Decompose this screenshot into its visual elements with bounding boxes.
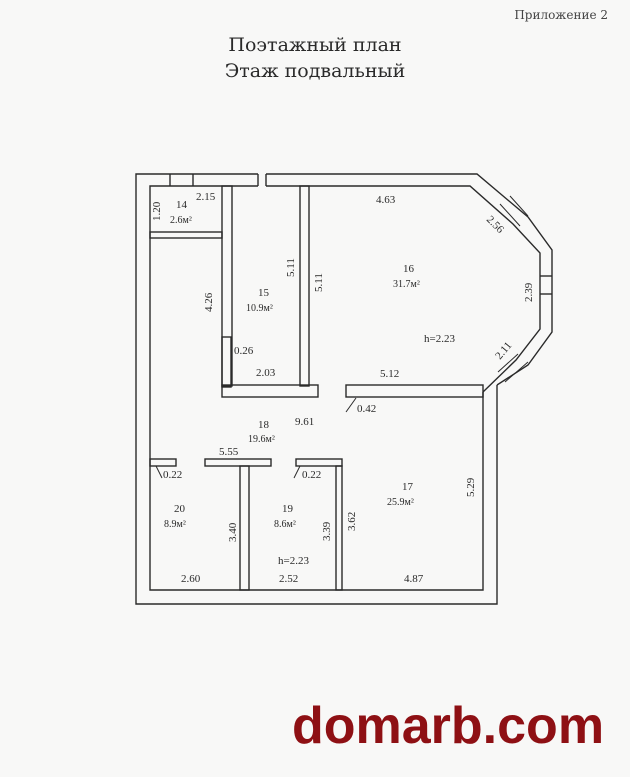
dim-label: 5.12 bbox=[380, 368, 399, 380]
dim-label: 5.11 bbox=[285, 258, 297, 277]
dim-label: 5.11 bbox=[313, 273, 325, 292]
room-14-area: 2.6м² bbox=[170, 215, 192, 226]
dim-label: 4.63 bbox=[376, 194, 396, 206]
outer-walls bbox=[135, 173, 553, 605]
room-19-area: 8.6м² bbox=[274, 519, 296, 530]
dim-label: 3.40 bbox=[227, 522, 239, 542]
room-20-number: 20 bbox=[174, 503, 186, 515]
room-17-area: 25.9м² bbox=[387, 497, 414, 508]
room-20-area: 8.9м² bbox=[164, 519, 186, 530]
room-17-number: 17 bbox=[402, 481, 414, 493]
interior-walls bbox=[149, 185, 484, 591]
appendix-label: Приложение 2 bbox=[514, 8, 608, 22]
dim-label: 2.56 bbox=[484, 214, 506, 236]
height-label-main: h=2.23 bbox=[424, 333, 455, 345]
dim-label: 5.29 bbox=[465, 477, 477, 497]
dim-label: 0.42 bbox=[357, 403, 376, 415]
room-labels: 14 2.6м² 15 10.9м² 16 31.7м² 17 25.9м² 1… bbox=[164, 199, 420, 530]
room-18-area: 19.6м² bbox=[248, 434, 275, 445]
plan-title: Поэтажный план bbox=[228, 34, 402, 56]
door-marks bbox=[155, 195, 529, 479]
watermark-logo: domarb.com bbox=[292, 697, 605, 755]
room-19-number: 19 bbox=[282, 503, 294, 515]
dim-label: 5.55 bbox=[219, 446, 239, 458]
dim-label: 1.20 bbox=[151, 201, 163, 221]
dim-label: 0.22 bbox=[302, 469, 321, 481]
dim-label: 0.26 bbox=[234, 345, 254, 357]
dim-label: 2.60 bbox=[181, 573, 201, 585]
dim-label: 2.52 bbox=[279, 573, 298, 585]
dim-label: 4.26 bbox=[203, 292, 215, 312]
height-label-lower: h=2.23 bbox=[278, 555, 309, 567]
dim-label: 2.39 bbox=[523, 282, 535, 302]
floor-subtitle: Этаж подвальный bbox=[224, 60, 406, 82]
dim-label: 2.03 bbox=[256, 367, 276, 379]
room-16-number: 16 bbox=[403, 263, 415, 275]
room-15-area: 10.9м² bbox=[246, 303, 273, 314]
dim-label: 2.15 bbox=[196, 191, 216, 203]
dimension-labels: 2.15 1.20 4.26 5.11 5.11 4.63 2.56 2.39 … bbox=[151, 191, 535, 585]
dim-label: 4.87 bbox=[404, 573, 424, 585]
room-14-number: 14 bbox=[176, 199, 188, 211]
room-18-number: 18 bbox=[258, 419, 270, 431]
dim-label: 3.62 bbox=[346, 512, 358, 531]
dim-label: 0.22 bbox=[163, 469, 182, 481]
dim-label: 3.39 bbox=[321, 521, 333, 541]
room-15-number: 15 bbox=[258, 287, 270, 299]
room-16-area: 31.7м² bbox=[393, 279, 420, 290]
dim-label: 2.11 bbox=[493, 340, 514, 362]
dim-label: 9.61 bbox=[295, 416, 314, 428]
